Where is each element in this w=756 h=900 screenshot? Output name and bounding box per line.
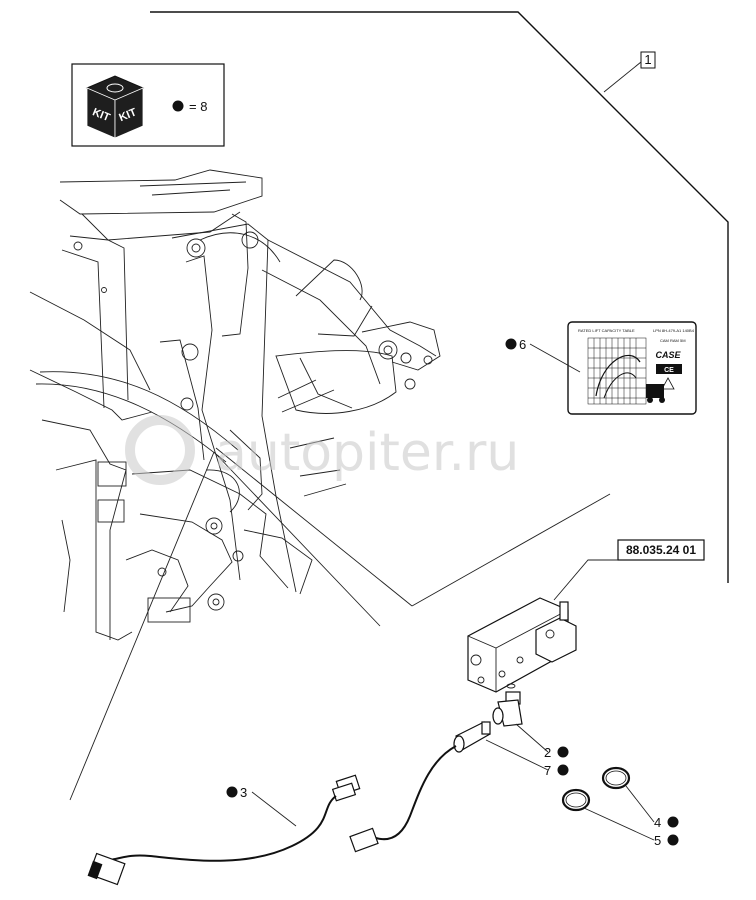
o-rings <box>561 766 631 812</box>
valve-ref-box: 88.035.24 01 <box>553 539 705 601</box>
callout-7: 7 <box>544 763 569 778</box>
decal-model-badge-text: CE <box>664 367 674 374</box>
valve-ref-label: 88.035.24 01 <box>626 543 696 557</box>
kit-qty-dot <box>172 100 184 112</box>
detail-leader-lines <box>69 447 611 801</box>
watermark: autopiter.ru <box>125 415 519 485</box>
svg-text:5: 5 <box>654 833 661 848</box>
decal-chart-grid <box>587 337 647 405</box>
svg-text:2: 2 <box>544 745 551 760</box>
callout-5: 5 <box>654 833 679 848</box>
callout-leaders <box>251 343 655 841</box>
lift-capacity-decal: RATED LIFT CAPACITY TABLE LPN 8H-479-A1 … <box>567 321 697 415</box>
group-ref-box: 1 <box>603 51 656 93</box>
elbow-fitting <box>492 683 523 727</box>
group-ref-label: 1 <box>644 52 651 67</box>
decal-subtitle: CAM RAM 5M <box>660 338 686 343</box>
decal-title: RATED LIFT CAPACITY TABLE <box>578 328 635 333</box>
valve-block <box>467 597 577 693</box>
svg-text:4: 4 <box>654 815 661 830</box>
machine-body-sketch <box>29 169 441 641</box>
loader-pictogram-icon <box>646 384 665 403</box>
kit-cube-icon: KIT KIT <box>85 75 145 139</box>
svg-text:3: 3 <box>240 785 247 800</box>
callout-4: 4 <box>654 815 679 830</box>
decal-brand: CASE <box>655 350 681 360</box>
wire-harness <box>87 774 361 886</box>
decal-code: LPN 8H-479-A1 140B4 <box>653 328 695 333</box>
watermark-text: autopiter.ru <box>215 423 519 483</box>
warning-triangle-icon <box>661 377 675 390</box>
callout-6: 6 <box>505 337 526 352</box>
kit-qty-label: = 8 <box>189 99 207 114</box>
kit-box: KIT KIT = 8 <box>71 63 225 147</box>
group-frame-line <box>150 11 729 583</box>
callout-2: 2 <box>544 745 569 760</box>
svg-text:7: 7 <box>544 763 551 778</box>
callout-3: 3 <box>226 785 247 800</box>
svg-text:6: 6 <box>519 337 526 352</box>
decal-model-badge <box>656 364 682 374</box>
pressure-switch <box>349 721 491 853</box>
